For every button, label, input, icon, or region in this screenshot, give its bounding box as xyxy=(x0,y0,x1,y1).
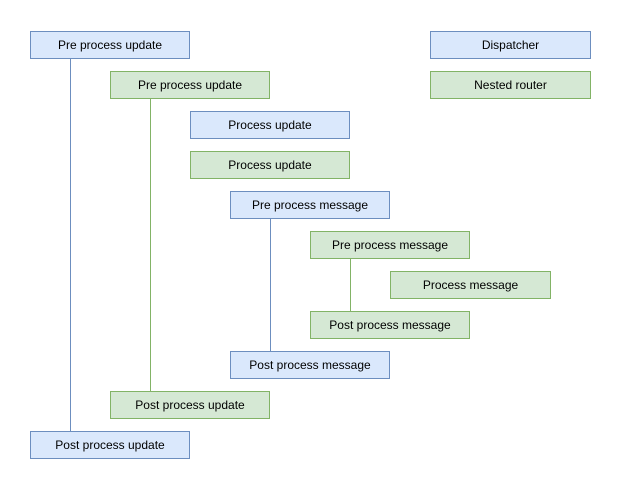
process-step-n9-label: Post process message xyxy=(249,357,371,372)
connector-n5-to-n9 xyxy=(270,219,271,351)
process-step-n1-label: Pre process update xyxy=(57,37,163,52)
connector-n6-to-n8 xyxy=(350,259,351,311)
process-step-n10-label: Post process update xyxy=(135,397,245,412)
connector-n2-to-n10 xyxy=(150,99,151,391)
process-step-n2[interactable]: Pre process update xyxy=(110,71,270,99)
process-step-n3-label: Process update xyxy=(228,117,312,132)
process-step-n4-label: Process update xyxy=(228,157,312,172)
process-step-n5-label: Pre process message xyxy=(251,197,369,212)
process-step-n2-label: Pre process update xyxy=(137,77,243,92)
process-step-n5[interactable]: Pre process message xyxy=(230,191,390,219)
process-step-n1[interactable]: Pre process update xyxy=(30,31,190,59)
process-step-n11-label: Post process update xyxy=(55,437,165,452)
connector-n1-to-n11 xyxy=(70,59,71,431)
process-step-n3[interactable]: Process update xyxy=(190,111,350,139)
process-step-n8[interactable]: Post process message xyxy=(310,311,470,339)
process-step-n11[interactable]: Post process update xyxy=(30,431,190,459)
legend-item-nested-router[interactable]: Nested router xyxy=(430,71,591,99)
process-step-n4[interactable]: Process update xyxy=(190,151,350,179)
process-step-n6[interactable]: Pre process message xyxy=(310,231,470,259)
process-step-n6-label: Pre process message xyxy=(331,237,449,252)
process-step-n7-label: Process message xyxy=(422,277,519,292)
legend-item-nested-router-label: Nested router xyxy=(474,77,547,92)
process-step-n9[interactable]: Post process message xyxy=(230,351,390,379)
process-step-n10[interactable]: Post process update xyxy=(110,391,270,419)
legend-item-dispatcher[interactable]: Dispatcher xyxy=(430,31,591,59)
legend-item-dispatcher-label: Dispatcher xyxy=(481,37,540,52)
process-step-n8-label: Post process message xyxy=(329,317,451,332)
process-step-n7[interactable]: Process message xyxy=(390,271,551,299)
